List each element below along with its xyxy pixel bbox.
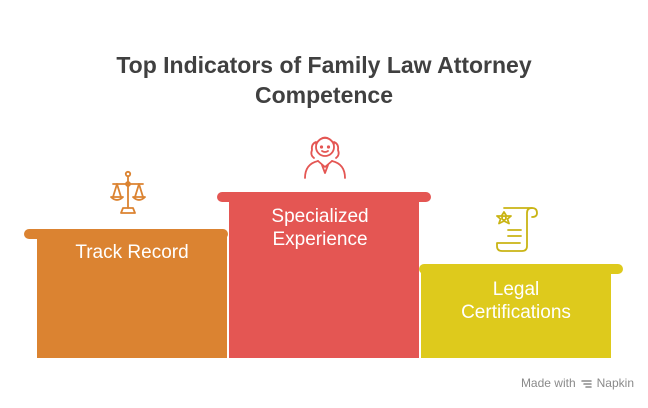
podium-cap [419,264,623,274]
scales-of-justice-icon [110,170,146,214]
podium-cap [217,192,431,202]
credit-brand: Napkin [596,376,634,390]
podium-cap [24,229,228,239]
diagram-title: Top Indicators of Family Law Attorney Co… [0,50,648,110]
title-line-2: Competence [254,82,394,108]
credit-text: Made with [520,376,576,390]
podium-block [229,199,419,358]
podium-label: Specialized Experience [271,206,369,250]
made-with-napkin-credit: Made with Napkin [521,376,634,390]
title-line-1: Top Indicators of Family Law Attorney [116,52,532,78]
podium-label: Track Record [75,242,189,263]
podium-block [421,271,611,358]
podium-block [37,236,227,358]
napkin-logo-icon [580,379,592,388]
judge-icon [304,136,346,179]
podium-label: Legal Certifications [461,279,571,323]
certificate-scroll-icon [496,207,538,252]
